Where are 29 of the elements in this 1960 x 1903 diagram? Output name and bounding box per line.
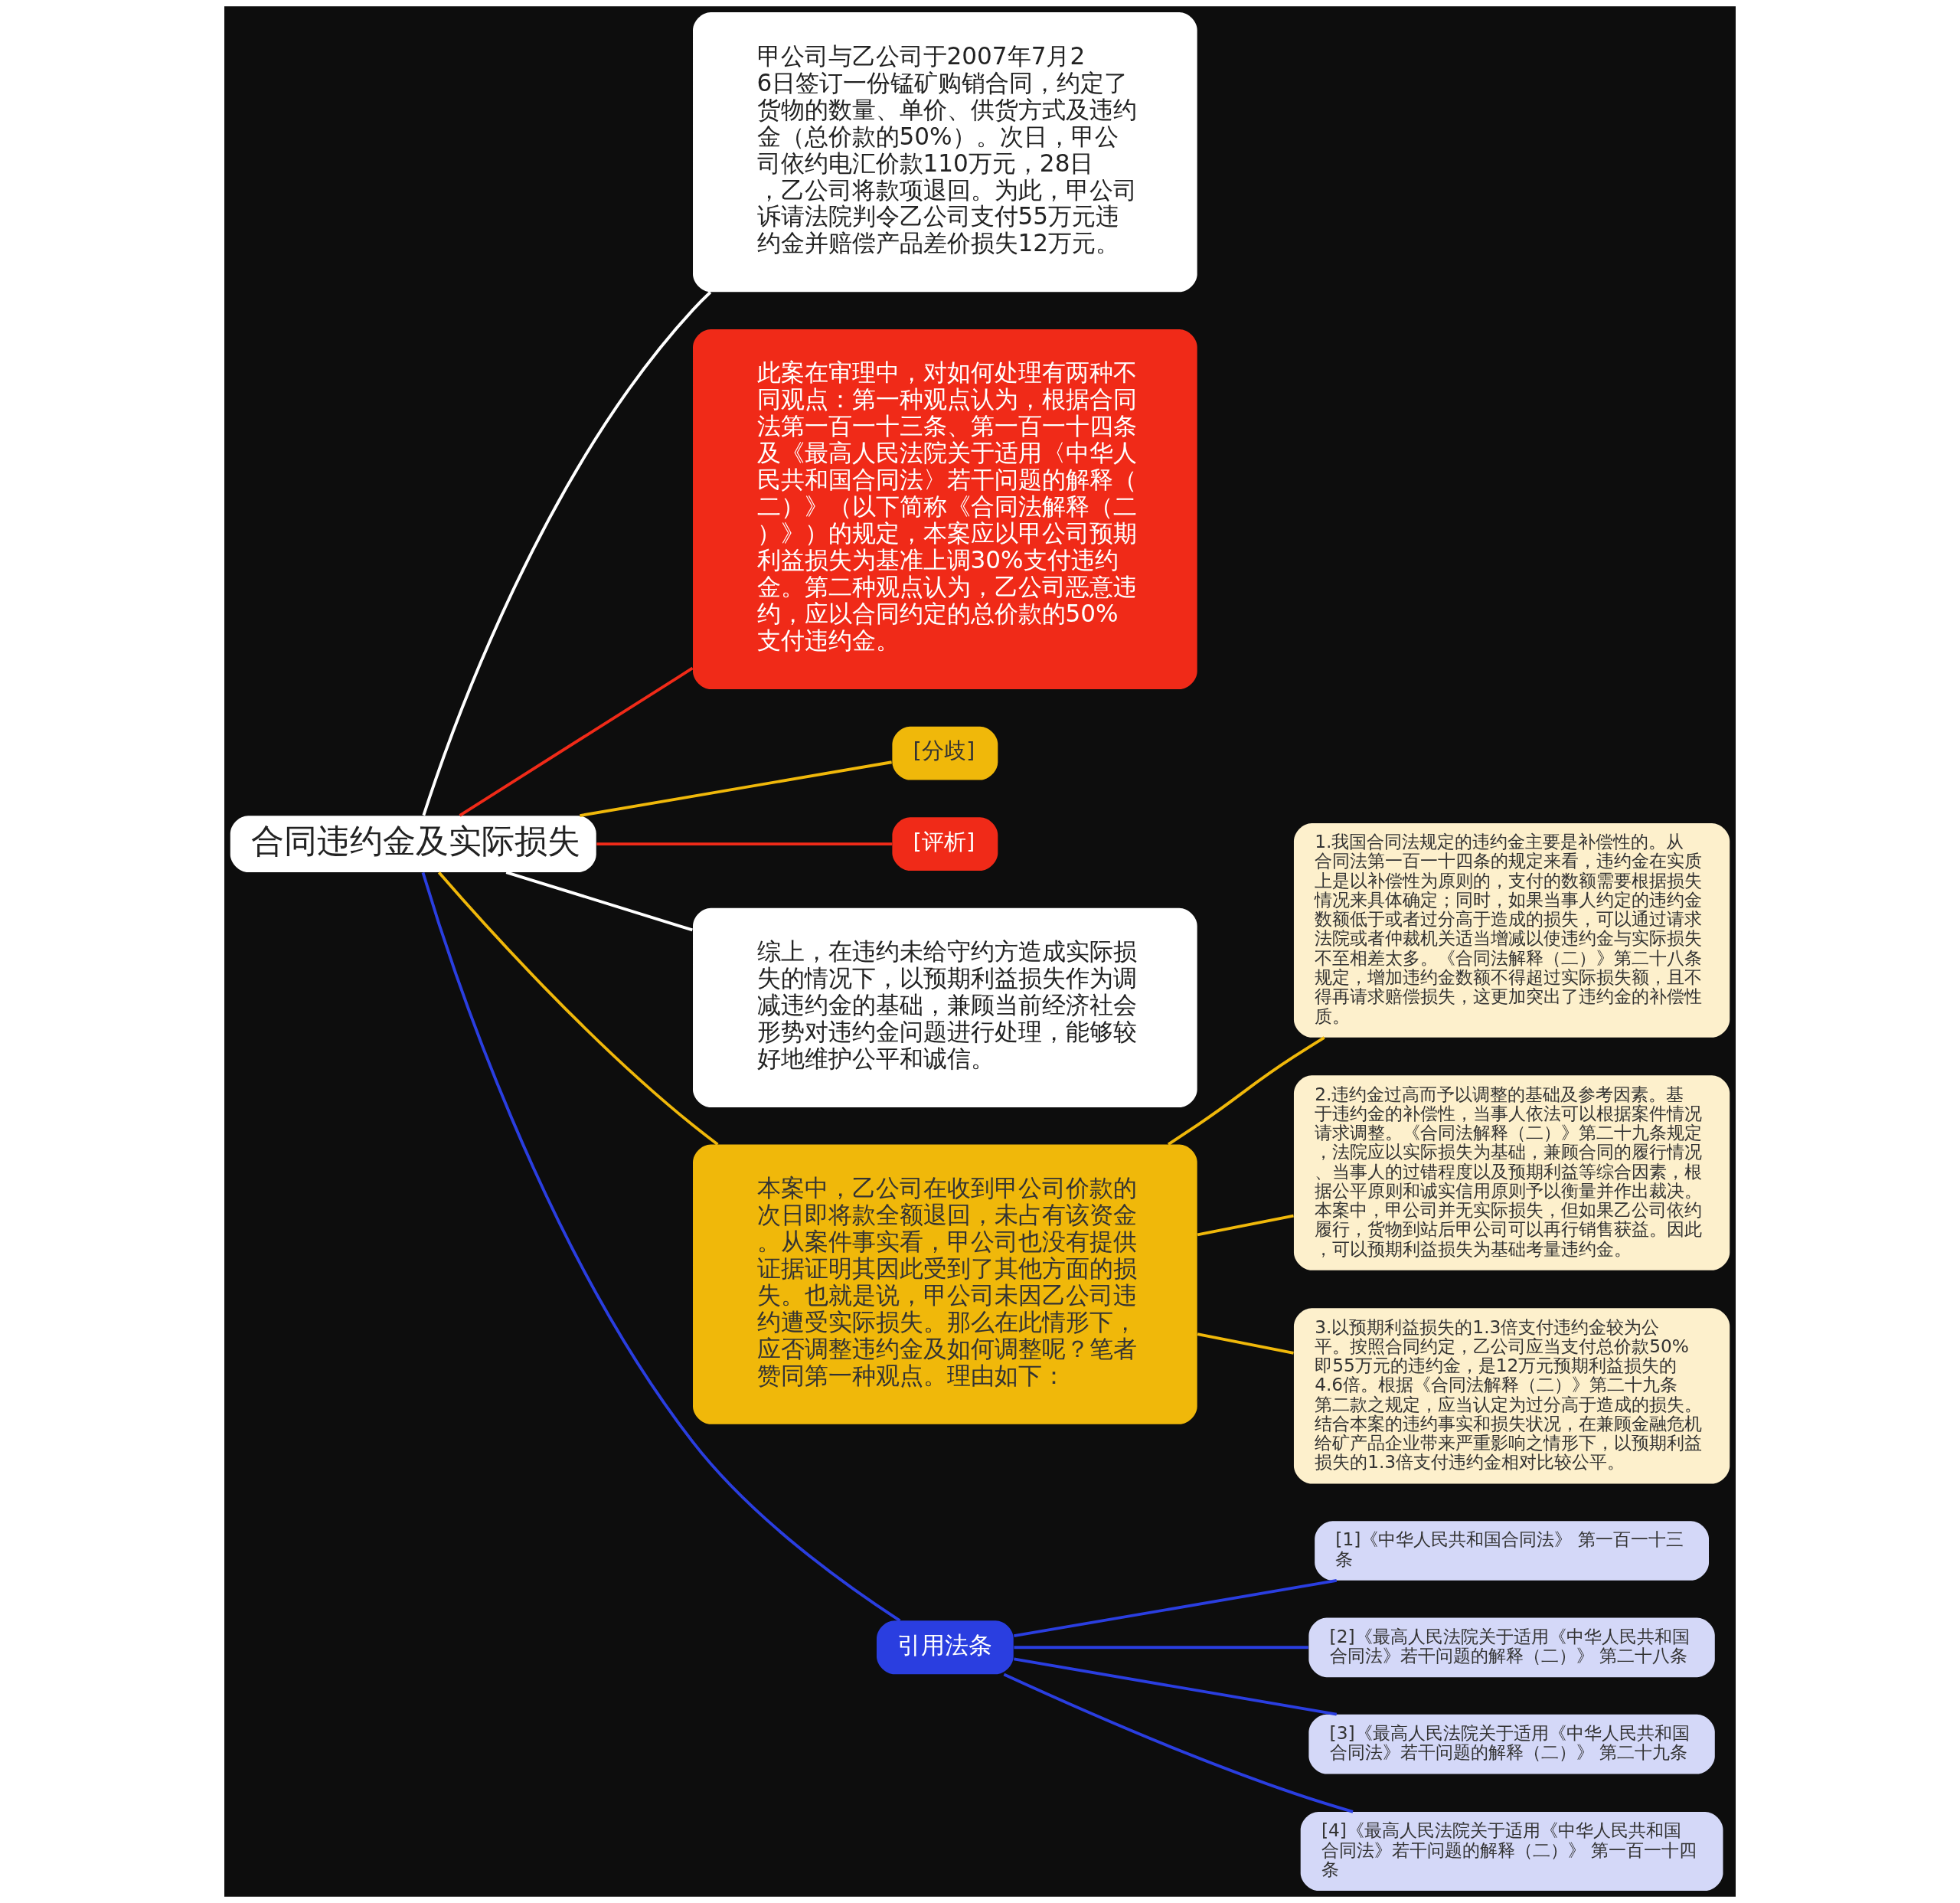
node-box: [评析] bbox=[892, 817, 998, 871]
connector bbox=[505, 871, 693, 932]
node-box: [3]《最高人民法院关于适用《中华人民共和国合同法》若干问题的解释（二）》 第二十九条 bbox=[1308, 1714, 1715, 1774]
connector bbox=[596, 842, 893, 846]
connector bbox=[422, 291, 712, 816]
node-box: [2]《最高人民法院关于适用《中华人民共和国合同法》若干问题的解释（二）》 第二十八条 bbox=[1308, 1617, 1715, 1678]
connector bbox=[1014, 1646, 1308, 1650]
connector bbox=[421, 871, 901, 1622]
connector bbox=[1167, 1036, 1325, 1146]
node-box: 综上，在违约未给守约方造成实际损失的情况下，以预期利益损失作为调减违约金的基础，兼顾当前经济社会形势对违约金问题进行处理，能够较好地维护公平和诚信。 bbox=[693, 907, 1197, 1107]
node-box: 本案中，乙公司在收到甲公司价款的次日即将款全额退回，未占有该资金。从案件事实看，甲公司也没有提供证据证明其因此受到了其他方面的损失。也就是说，甲公司未因乙公司违约遭受实际损失。那么在此情形下，应否调整违约金及如何调整呢？笔者赞同第一种观点。理由如下： bbox=[693, 1144, 1197, 1424]
connector bbox=[1197, 1332, 1294, 1355]
connector bbox=[1197, 1214, 1294, 1237]
node-box: 1.我国合同法规定的违约金主要是补偿性的。从合同法第一百一十四条的规定来看，违约金在实质上是以补偿性为原则的，支付的数额需要根据损失情况来具体确定；同时，如果当事人约定的违约金数额低于或者过分高于造成的损失，可以通过请求法院或者仲裁机关适当增减以使违约金与实际损失不至相差太多。《合同法解释（二）》第二十八条规定，增加违约金数额不得超过实际损失额，且不得再请求赔偿损失，这更加突出了违约金的补偿性质。 bbox=[1293, 822, 1730, 1038]
node-box: 2.违约金过高而予以调整的基础及参考因素。基于违约金的补偿性，当事人依法可以根据案件情况请求调整。《合同法解释（二）》第二十九条规定，法院应以实际损失为基础，兼顾合同的履行情况、当事人的过错程度以及预期利益等综合因素，根据公平原则和诚实信用原则予以衡量并作出裁决。本案中，甲公司并无实际损失，但如果乙公司依约履行，货物到站后甲公司可以再行销售获益。因此，可以预期利益损失为基础考量违约金。 bbox=[1293, 1075, 1730, 1270]
node-box: 甲公司与乙公司于2007年7月26日签订一份锰矿购销合同，约定了货物的数量、单价、供货方式及违约金（总价款的50%）。次日，甲公司依约电汇价款110万元，28日，乙公司将款项退回。为此，甲公司诉请法院判令乙公司支付55万元违约金并赔偿产品差价损失12万元。 bbox=[693, 12, 1197, 293]
node-box: 3.以预期利益损失的1.3倍支付违约金较为公平。按照合同约定，乙公司应当支付总价款50%即55万元的违约金，是12万元预期利益损失的4.6倍。根据《合同法解释（二）》第二十九条第二款之规定，应当认定为过分高于造成的损失。结合本案的违约事实和损失状况，在兼顾金融危机给矿产品企业带来严重影响之情形下，以预期利益损失的1.3倍支付违约金相对比较公平。 bbox=[1293, 1308, 1730, 1484]
connector bbox=[1014, 1657, 1338, 1716]
node-box: [4]《最高人民法院关于适用《中华人民共和国合同法》若干问题的解释（二）》 第一百一十四条 bbox=[1300, 1812, 1723, 1891]
node-box: 引用法条 bbox=[876, 1620, 1014, 1675]
connector bbox=[459, 666, 694, 817]
connector bbox=[580, 760, 892, 818]
node-box: 合同违约金及实际损失 bbox=[230, 816, 596, 873]
node-box: [1]《中华人民共和国合同法》 第一百一十三条 bbox=[1315, 1521, 1710, 1581]
connector bbox=[437, 871, 719, 1146]
node-box: [分歧] bbox=[892, 726, 998, 780]
connector bbox=[1003, 1672, 1354, 1813]
node-box: 此案在审理中，对如何处理有两种不同观点：第一种观点认为，根据合同法第一百一十三条、第一百一十四条及《最高人民法院关于适用〈中华人民共和国合同法〉若干问题的解释（二）》（以下简称《合同法解释（二）》）的规定，本案应以甲公司预期利益损失为基准上调30%支付违约金。第二种观点认为，乙公司恶意违约，应以合同约定的总价款的50%支付违约金。 bbox=[693, 329, 1197, 690]
connector bbox=[1014, 1579, 1338, 1638]
